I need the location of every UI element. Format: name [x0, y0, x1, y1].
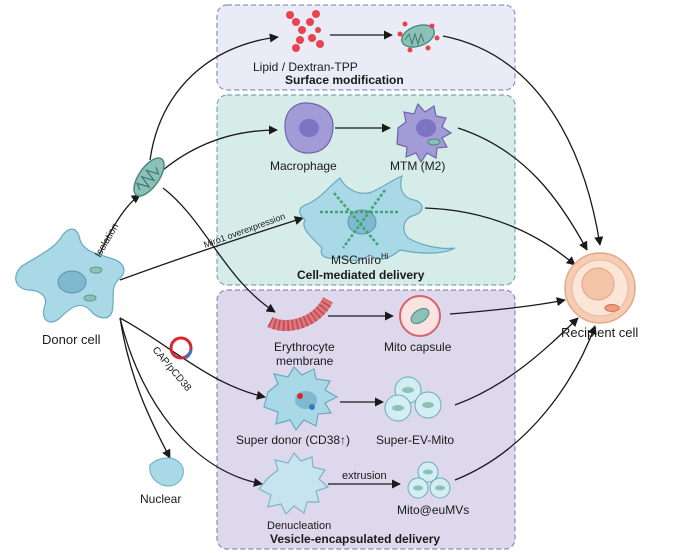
- surface-panel-title: Surface modification: [285, 73, 404, 87]
- erythrocyte-membrane: [267, 297, 333, 331]
- isolated-mito: [133, 157, 165, 197]
- arrow-mtm-recipient: [457, 127, 588, 251]
- donor-cell: [15, 228, 125, 323]
- arrow-capsule-recipient: [449, 297, 566, 315]
- arrow-surface-recipient: [442, 35, 604, 246]
- arrow-to-erythrocyte: [162, 187, 276, 313]
- super-donor-cell: [263, 366, 339, 432]
- vesicle-panel: [216, 289, 516, 550]
- msc-superscript: Hi: [381, 252, 389, 261]
- mito-eumvs: [407, 461, 451, 499]
- donor-label: Donor cell: [42, 332, 101, 347]
- erythrocyte-label-1: Erythrocyte: [274, 340, 335, 354]
- arrow-to-macrophage: [162, 125, 278, 171]
- recipient-cell: [564, 252, 636, 324]
- extrusion-label: extrusion: [342, 470, 387, 482]
- mtm-label: MTM (M2): [390, 159, 445, 173]
- lipid-tpp-molecule: [286, 10, 324, 52]
- msc-cell: [299, 174, 456, 262]
- vesicle-panel-title: Vesicle-encapsulated delivery: [270, 532, 440, 546]
- modified-mito: [397, 21, 440, 53]
- arrow-to-nuclear: [119, 317, 171, 459]
- msc-name: MSCmiro: [331, 253, 381, 267]
- lipid-label: Lipid / Dextran-TPP: [253, 60, 358, 74]
- arrow-miro1: [119, 216, 304, 281]
- arrow-to-denucleation: [119, 317, 263, 487]
- arrow-isolation: [95, 194, 141, 263]
- nuclear-label: Nuclear: [140, 492, 181, 506]
- arrow-ev-recipient: [454, 317, 579, 406]
- macrophage-cell: [284, 102, 334, 154]
- erythrocyte-label-2: membrane: [276, 354, 334, 368]
- arrow-to-surface: [149, 33, 279, 161]
- cap-plasmid: [169, 336, 193, 360]
- mtm-cell: [396, 102, 453, 164]
- arrow-mitoeu-recipient: [454, 325, 597, 481]
- recipient-label: Recipient cell: [561, 325, 638, 340]
- mitoeu-label: Mito@euMVs: [397, 503, 469, 517]
- isolation-label: Isolation: [93, 222, 121, 260]
- arrow-to-superdonor: [119, 317, 266, 400]
- nuclear-shape: [149, 457, 184, 487]
- superdonor-label: Super donor (CD38↑): [236, 433, 350, 447]
- denucleation-label: Denucleation: [267, 520, 331, 532]
- mito-capsule: [399, 295, 441, 337]
- surface-panel: [216, 4, 516, 91]
- macrophage-label: Macrophage: [270, 159, 337, 173]
- msc-label: MSCmiroHi: [331, 252, 389, 267]
- super-ev-mito: [384, 376, 442, 422]
- capsule-label: Mito capsule: [384, 340, 452, 354]
- denucleated-cell: [258, 451, 330, 516]
- cell-panel-title: Cell-mediated delivery: [297, 268, 425, 282]
- superev-label: Super-EV-Mito: [376, 433, 454, 447]
- arrow-msc-recipient: [424, 207, 576, 266]
